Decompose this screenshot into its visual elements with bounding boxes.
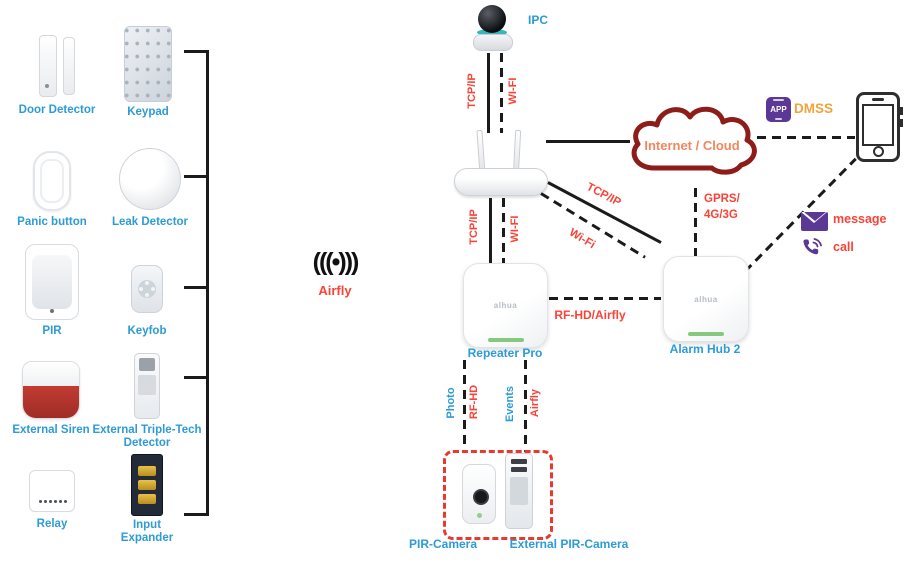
keypad-icon [108, 26, 188, 102]
repeater-pro-icon: alhua [463, 263, 548, 348]
pir-camera-label: PIR-Camera [408, 537, 478, 551]
device-keypad: Keypad [108, 26, 188, 119]
call-label: call [833, 240, 854, 254]
device-label: Input Expander [120, 519, 174, 545]
connector-ipc-router-tcpip [487, 53, 490, 133]
link-label-tcpip: TCP/IP [468, 209, 480, 245]
device-panic-button: Panic button [12, 150, 92, 229]
device-label: PIR [42, 325, 62, 337]
relay-icon [12, 468, 92, 514]
device-pir: PIR [12, 243, 92, 338]
brand-logo-text: alhua [694, 294, 718, 304]
door-detector-icon [17, 32, 97, 100]
connector-cloud-phone [757, 136, 855, 139]
call-icon [803, 238, 822, 255]
link-label-wifi: WI-FI [509, 215, 521, 243]
device-label: Door Detector [18, 104, 96, 116]
panic-button-icon [12, 150, 92, 212]
connector-router-cloud [546, 140, 630, 143]
pir-camera-group-box [443, 450, 553, 540]
link-label-rfhd: RF-HD [468, 384, 480, 420]
link-label-rfhd-airfly: RF-HD/Airfly [554, 308, 626, 322]
external-siren-icon [8, 360, 94, 420]
ipc-label: IPC [528, 13, 549, 27]
pir-camera-icon [462, 464, 496, 524]
alarm-hub-icon: alhua [663, 256, 749, 342]
app-icon-text: APP [770, 105, 787, 114]
leak-detector-icon [110, 146, 190, 212]
input-expander-icon [106, 454, 188, 516]
connector-repeater-pircam-photo [463, 360, 466, 452]
link-label-gprs-line1: GPRS/ [704, 193, 740, 205]
device-label: Leak Detector [111, 216, 189, 228]
external-pir-camera-icon [505, 453, 533, 529]
cloud-label: Internet / Cloud [644, 138, 739, 153]
link-label-photo: Photo [445, 387, 457, 419]
device-input-expander: Input Expander [106, 454, 188, 545]
device-relay: Relay [12, 468, 92, 531]
link-label-gprs-line2: 4G/3G [704, 209, 738, 221]
connector-router-repeater-wifi [502, 198, 505, 264]
connector-cloud-hub-gprs [694, 188, 697, 256]
link-label-tcpip: TCP/IP [466, 73, 478, 109]
triple-tech-detector-icon [91, 352, 203, 420]
dmss-label: DMSS [794, 101, 834, 116]
link-label-wifi: WI-FI [507, 77, 519, 105]
link-label-events: Events [504, 385, 516, 423]
device-door-detector: Door Detector [17, 32, 97, 117]
device-label: External Triple-Tech Detector [92, 424, 202, 450]
repeater-pro-label: Repeater Pro [467, 346, 543, 360]
dmss-app-icon: APP [766, 97, 791, 122]
airfly-label: Airfly [318, 283, 352, 298]
router-icon [454, 129, 548, 196]
device-label: Relay [36, 518, 68, 530]
device-external-triple-tech-detector: External Triple-Tech Detector [91, 352, 203, 450]
connector-ipc-router-wifi [500, 53, 503, 133]
external-pir-camera-label: External PIR-Camera [509, 537, 629, 551]
connector-repeater-pircam-events [524, 360, 527, 452]
alarm-hub-label: Alarm Hub 2 [669, 342, 741, 356]
device-label: Keyfob [127, 325, 167, 337]
device-external-siren: External Siren [8, 360, 94, 437]
keyfob-icon [107, 256, 187, 321]
internet-cloud-icon: Internet / Cloud [631, 106, 757, 175]
device-label: Keypad [127, 106, 169, 118]
brand-logo-text: alhua [493, 301, 518, 310]
device-keyfob: Keyfob [107, 256, 187, 338]
device-label: External Siren [12, 424, 90, 436]
message-label: message [833, 212, 887, 226]
ipc-camera-icon [470, 5, 514, 51]
link-label-airfly: Airfly [529, 388, 541, 418]
connector-repeater-hub [549, 297, 661, 300]
pir-icon [12, 243, 92, 321]
message-icon [801, 212, 828, 231]
airfly-radio-waves-icon: (((•))) [312, 248, 360, 276]
link-label-wifi: Wi-Fi [566, 226, 598, 252]
connector-router-repeater-tcpip [489, 198, 492, 264]
device-label: Panic button [17, 216, 87, 228]
device-leak-detector: Leak Detector [110, 146, 190, 229]
smartphone-icon [856, 92, 903, 162]
